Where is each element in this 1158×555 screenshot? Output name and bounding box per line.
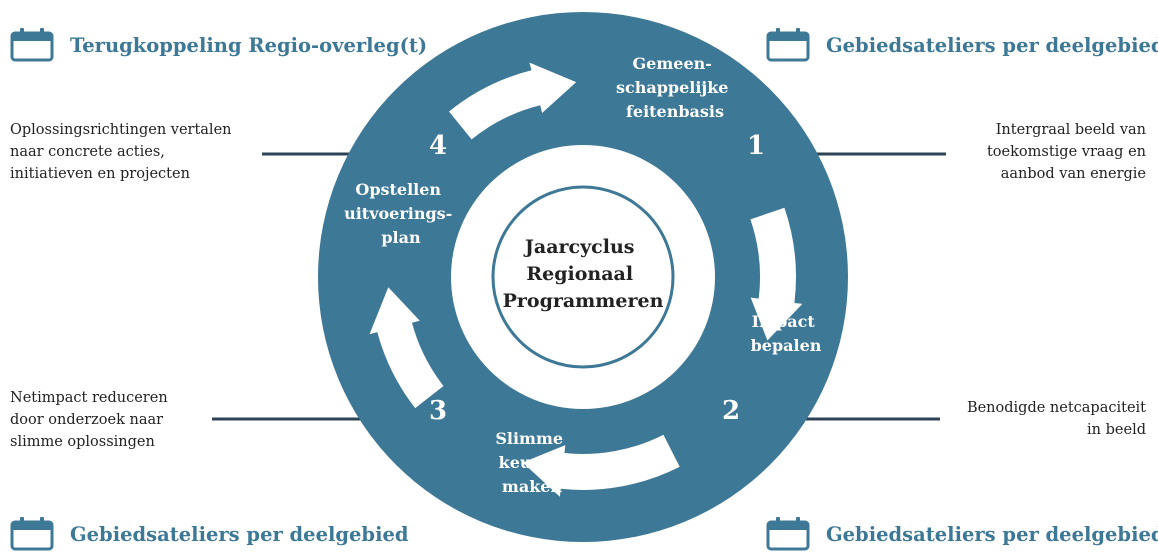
corner-title: Gebiedsateliers per deelgebied	[826, 522, 1158, 546]
calendar-icon	[10, 28, 54, 62]
step-number-1: 1	[747, 131, 765, 161]
note-line: aanbod van energie	[1000, 166, 1146, 182]
center-label: Jaarcyclus Regionaal Programmeren	[503, 236, 664, 312]
cycle-arrow-2	[522, 434, 680, 497]
center-circle-outline	[491, 185, 675, 369]
cycle-arrow-3	[369, 287, 444, 409]
cycle-arrow-1	[750, 207, 803, 341]
note-line: toekomstige vraag en	[986, 144, 1146, 160]
note-line: naar concrete acties,	[10, 144, 165, 160]
cycle-arrow-4	[449, 62, 577, 140]
corner-title: Gebiedsateliers per deelgebied	[826, 33, 1158, 57]
step-title-1: Gemeen- schappelijke feitenbasis	[616, 54, 734, 121]
corner-header-bottom-right: Gebiedsateliers per deelgebied	[766, 517, 1158, 551]
center-line: Regionaal	[526, 263, 633, 285]
step-title-3: Slimme keuzes maken	[495, 429, 568, 496]
step-note-2: Benodigde netcapaciteit in beeld	[967, 397, 1146, 441]
step-number-2: 2	[722, 396, 740, 426]
note-line: slimme oplossingen	[10, 434, 155, 450]
calendar-icon	[10, 517, 54, 551]
corner-header-top-left: Terugkoppeling Regio-overleg(t)	[10, 28, 427, 62]
step-note-4: Oplossingsrichtingen vertalen naar concr…	[10, 119, 232, 185]
note-line: Intergraal beeld van	[995, 122, 1146, 138]
corner-header-top-right: Gebiedsateliers per deelgebied	[766, 28, 1158, 62]
note-line: Benodigde netcapaciteit	[966, 400, 1146, 416]
corner-header-bottom-left: Gebiedsateliers per deelgebied	[10, 517, 409, 551]
note-line: in beeld	[1087, 422, 1146, 438]
corner-title: Terugkoppeling Regio-overleg(t)	[70, 33, 428, 57]
note-line: Oplossingsrichtingen vertalen	[10, 122, 232, 138]
note-line: initiatieven en projecten	[10, 166, 190, 182]
calendar-icon	[766, 28, 810, 62]
step-note-1: Intergraal beeld van toekomstige vraag e…	[987, 119, 1146, 185]
center-line: Jaarcyclus	[523, 236, 635, 258]
corner-title: Gebiedsateliers per deelgebied	[70, 522, 409, 546]
calendar-icon	[766, 517, 810, 551]
step-number-4: 4	[429, 131, 447, 161]
note-line: Netimpact reduceren	[10, 390, 168, 406]
step-number-3: 3	[429, 396, 447, 426]
inner-disc	[451, 145, 715, 409]
step-note-3: Netimpact reduceren door onderzoek naar …	[10, 387, 168, 453]
note-line: door onderzoek naar	[10, 412, 164, 428]
center-line: Programmeren	[503, 290, 664, 312]
step-title-2: Impact bepalen	[751, 312, 822, 355]
step-title-4: Opstellen uitvoerings- plan	[344, 180, 458, 247]
